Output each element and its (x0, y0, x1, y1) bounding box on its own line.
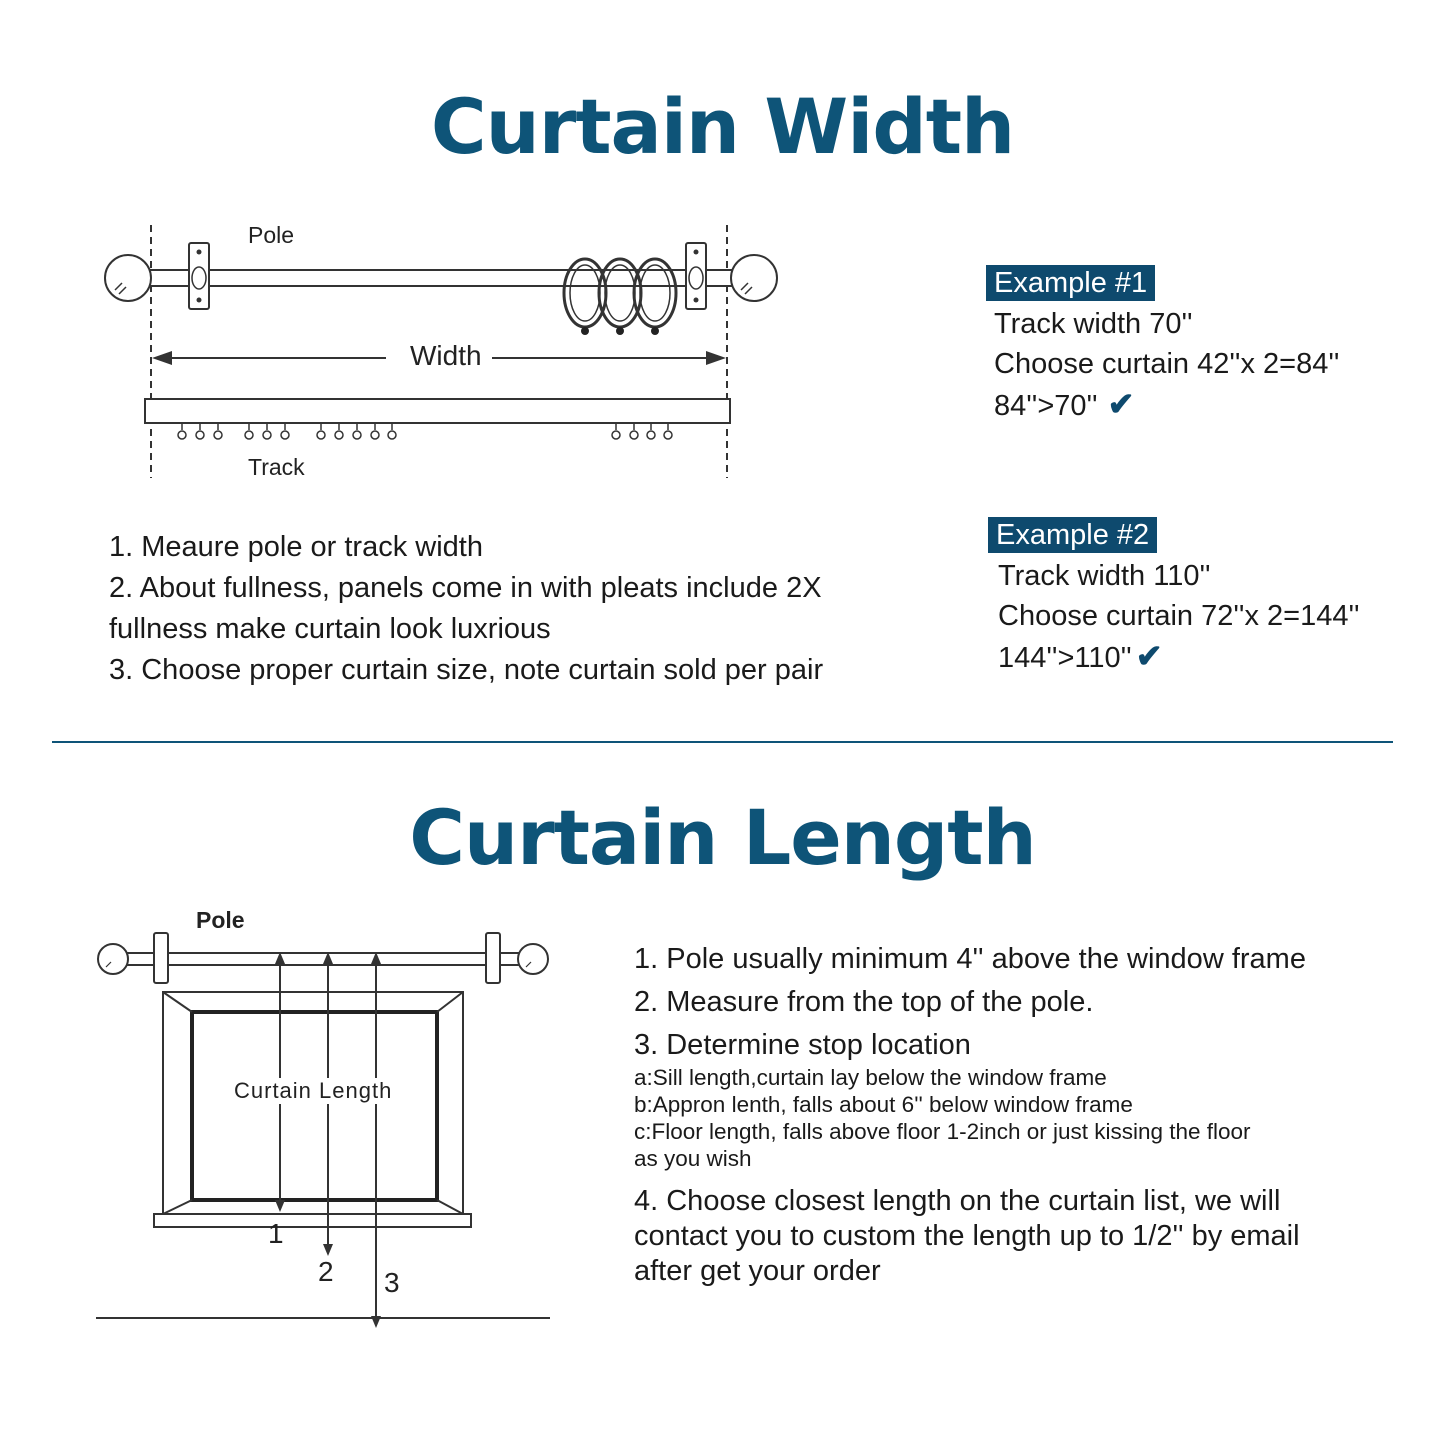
pole-label: Pole (248, 222, 295, 248)
length-step-1: 1. Pole usually minimum 4'' above the wi… (634, 943, 1306, 975)
length-step-3: 3. Determine stop location (634, 1029, 971, 1061)
length-step-3a: a:Sill length,curtain lay below the wind… (634, 1065, 1107, 1090)
pole-rod (139, 269, 741, 287)
length-left-bracket (153, 932, 169, 984)
length-pole-label: Pole (196, 907, 245, 933)
example-2: Example #2 Track width 110'' Choose curt… (988, 517, 1360, 678)
example-2-line-2: Choose curtain 72''x 2=144'' (998, 600, 1360, 632)
length-right-bracket (485, 932, 501, 984)
width-steps: 1. Meaure pole or track width 2. About f… (109, 527, 909, 691)
track-label: Track (248, 454, 305, 480)
curtain-length-label: Curtain Length (234, 1078, 393, 1104)
example-1-line-3: 84''>70'' (994, 390, 1098, 422)
track-gliders (177, 423, 673, 440)
curtain-width-title: Curtain Width (430, 82, 1015, 171)
example-2-badge: Example #2 (988, 517, 1158, 553)
width-step-2-cont: fullness make curtain look luxrious (109, 613, 551, 645)
length-step-3c-cont: as you wish (634, 1146, 752, 1171)
width-step-2: 2. About fullness, panels come in with p… (109, 572, 822, 604)
right-finial (730, 254, 778, 302)
example-1: Example #1 Track width 70'' Choose curta… (986, 265, 1340, 426)
example-2-line-3: 144''>110'' (998, 642, 1132, 674)
stop-number-1: 1 (268, 1218, 284, 1249)
width-step-3: 3. Choose proper curtain size, note curt… (109, 654, 824, 686)
length-step-3c: c:Floor length, falls above floor 1-2inc… (634, 1119, 1251, 1144)
length-step-4: 4. Choose closest length on the curtain … (634, 1185, 1281, 1217)
length-right-finial (517, 943, 549, 975)
length-step-3b: b:Appron lenth, falls about 6'' below wi… (634, 1092, 1133, 1117)
example-1-badge: Example #1 (986, 265, 1156, 301)
stop-number-2: 2 (318, 1256, 334, 1287)
example-1-line-1: Track width 70'' (994, 308, 1193, 340)
curtain-length-title: Curtain Length (409, 793, 1037, 882)
example-2-line-1: Track width 110'' (998, 560, 1211, 592)
length-step-4-cont-2: after get your order (634, 1255, 881, 1287)
check-icon: ✔ (1107, 386, 1135, 422)
length-left-finial (97, 943, 129, 975)
window-frame-inner (190, 1010, 439, 1202)
width-step-1: 1. Meaure pole or track width (109, 531, 483, 563)
example-1-line-2: Choose curtain 42''x 2=84'' (994, 348, 1340, 380)
length-step-2: 2. Measure from the top of the pole. (634, 986, 1094, 1018)
length-steps: 1. Pole usually minimum 4'' above the wi… (634, 940, 1354, 1289)
width-label: Width (410, 340, 482, 371)
length-step-4-cont-1: contact you to custom the length up to 1… (634, 1220, 1300, 1252)
track-bar (144, 398, 731, 424)
left-finial (104, 254, 152, 302)
window-sill (153, 1213, 472, 1228)
check-icon: ✔ (1135, 638, 1163, 674)
stop-number-3: 3 (384, 1267, 400, 1298)
